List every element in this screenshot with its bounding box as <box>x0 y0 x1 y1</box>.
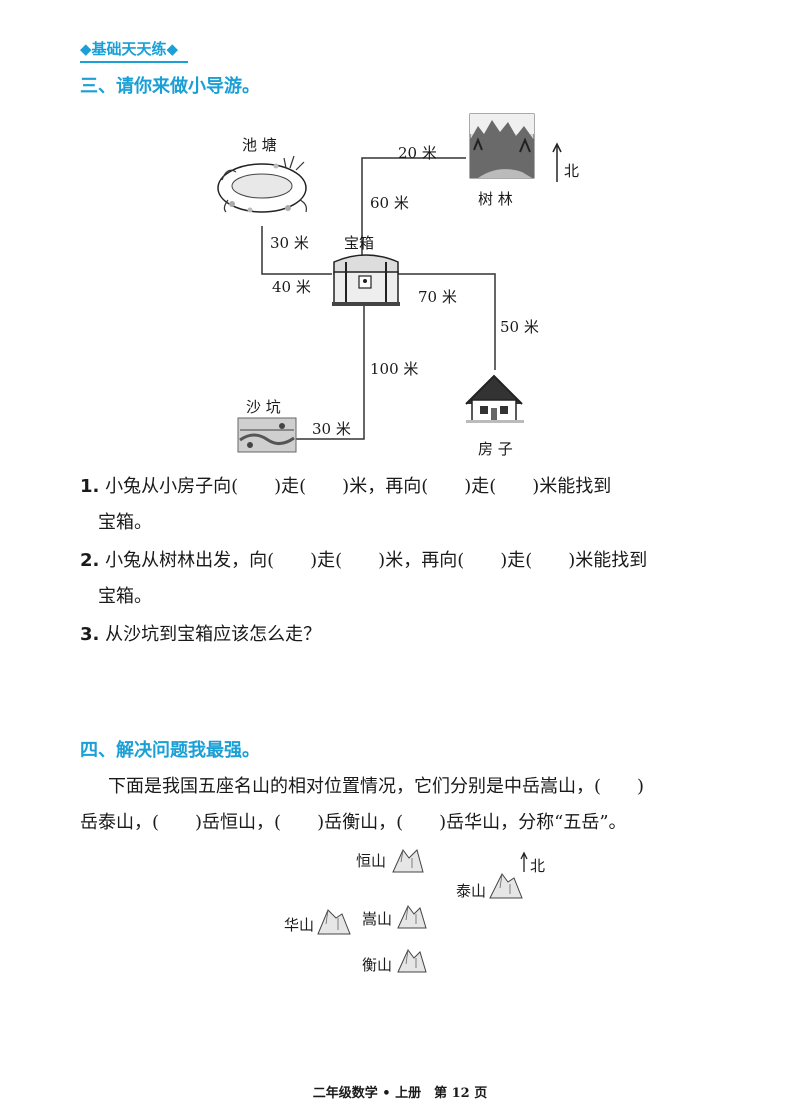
section-4-title: 四、解决问题我最强。 <box>80 740 260 761</box>
north-arrow-icon <box>552 142 562 182</box>
mountain-taishan-icon <box>489 873 523 899</box>
north-arrow-icon-2 <box>520 851 528 872</box>
label-forest: 树 林 <box>478 190 513 208</box>
question-2-text: 小兔从树林出发，向( )走( )米，再向( )走( )米能找到 <box>105 550 648 571</box>
page-footer: 二年级数学 • 上册 第 12 页 <box>312 1086 488 1101</box>
label-chest: 宝箱 <box>344 234 375 252</box>
sand-pit-image <box>237 417 297 453</box>
house-image <box>465 374 524 423</box>
label-songshan: 嵩山 <box>362 910 393 928</box>
dist-forest-v: 60 米 <box>370 194 409 212</box>
question-2: 2. 小兔从树林出发，向( )走( )米，再向( )走( )米能找到 <box>80 550 648 571</box>
section-tag-underline <box>80 61 188 63</box>
question-2-cont: 宝箱。 <box>98 586 152 607</box>
dist-sand-h: 30 米 <box>312 420 351 438</box>
dist-pond-v: 30 米 <box>270 234 309 252</box>
path-pond-chest <box>261 226 332 275</box>
question-3-text: 从沙坑到宝箱应该怎么走？ <box>105 624 322 645</box>
label-house: 房 子 <box>478 440 513 458</box>
dist-forest-h: 20 米 <box>398 144 437 162</box>
mountain-icons <box>317 849 523 973</box>
question-1: 1. 小兔从小房子向( )走( )米，再向( )走( )米能找到 <box>80 476 612 497</box>
path-sand-chest <box>296 306 365 440</box>
label-north-2: 北 <box>530 857 546 875</box>
mountain-hengshan-north-icon <box>392 849 424 873</box>
label-hengshan-south: 衡山 <box>362 956 393 974</box>
question-1-text: 小兔从小房子向( )走( )米，再向( )走( )米能找到 <box>105 476 612 497</box>
label-huashan: 华山 <box>284 916 315 934</box>
section-4-para-2: 岳泰山，( )岳恒山，( )岳衡山，( )岳华山，分称“五岳”。 <box>80 812 627 833</box>
dist-house-h: 70 米 <box>418 288 457 306</box>
dist-pond-h: 40 米 <box>272 278 311 296</box>
pond-image <box>217 155 307 213</box>
label-taishan: 泰山 <box>456 882 487 900</box>
question-3: 3. 从沙坑到宝箱应该怎么走？ <box>80 624 322 645</box>
question-1-cont: 宝箱。 <box>98 512 152 533</box>
section-4-para-1: 下面是我国五座名山的相对位置情况，它们分别是中岳嵩山，( ) <box>108 776 645 797</box>
dist-house-v: 50 米 <box>500 318 539 336</box>
dist-sand-v: 100 米 <box>370 360 419 378</box>
label-north: 北 <box>564 162 580 180</box>
path-forest-chest <box>361 157 466 256</box>
path-house-chest <box>398 273 496 370</box>
section-tag-text: ◆基础天天练◆ <box>80 40 179 58</box>
section-tag: ◆基础天天练◆ <box>80 38 188 63</box>
mountain-huashan-icon <box>317 909 351 935</box>
label-pond: 池 塘 <box>242 136 277 154</box>
forest-image <box>469 113 535 179</box>
section-3-title: 三、请你来做小导游。 <box>80 76 260 97</box>
mountain-hengshan-south-icon <box>397 949 427 973</box>
treasure-chest-image <box>332 254 400 306</box>
mountain-songshan-icon <box>397 905 427 929</box>
label-sand: 沙 坑 <box>246 398 281 416</box>
label-hengshan-north: 恒山 <box>356 852 387 870</box>
